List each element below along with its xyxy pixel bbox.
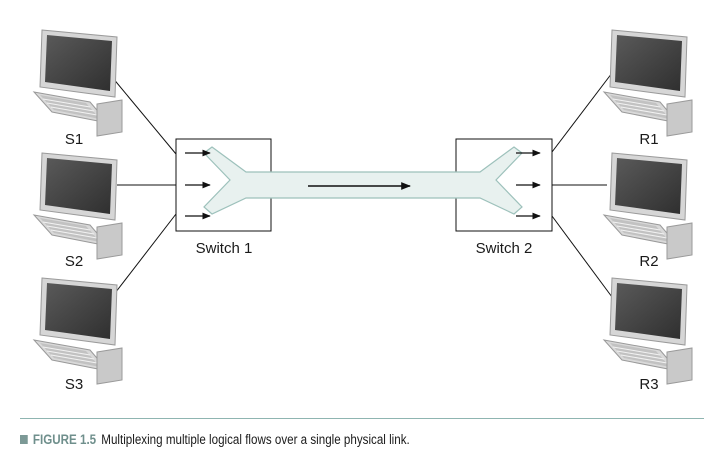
link-s1 (111, 76, 177, 155)
caption-text: Multiplexing multiple logical flows over… (101, 432, 410, 447)
caption-marker (20, 435, 28, 444)
receiver-label-r3: R3 (639, 376, 658, 393)
receiver-computer-r3 (603, 277, 693, 385)
receiver-label-r2: R2 (639, 253, 658, 270)
sender-label-s1: S1 (65, 131, 83, 148)
sender-label-s3: S3 (65, 376, 83, 393)
caption-rule (20, 418, 704, 419)
sender-computer-s1 (33, 29, 123, 137)
link-r3 (551, 215, 613, 298)
sender-computer-s2 (33, 152, 123, 260)
figure-number: FIGURE 1.5 (32, 432, 97, 447)
link-s3 (111, 213, 177, 298)
figure-caption: FIGURE 1.5 Multiplexing multiple logical … (20, 432, 410, 447)
link-r1 (551, 72, 613, 153)
receiver-label-r1: R1 (639, 131, 658, 148)
receiver-computer-r1 (603, 29, 693, 137)
switch-1-label: Switch 1 (196, 240, 253, 257)
receiver-computer-r2 (603, 152, 693, 260)
sender-label-s2: S2 (65, 253, 83, 270)
sender-computer-s3 (33, 277, 123, 385)
switch-2-label: Switch 2 (476, 240, 533, 257)
